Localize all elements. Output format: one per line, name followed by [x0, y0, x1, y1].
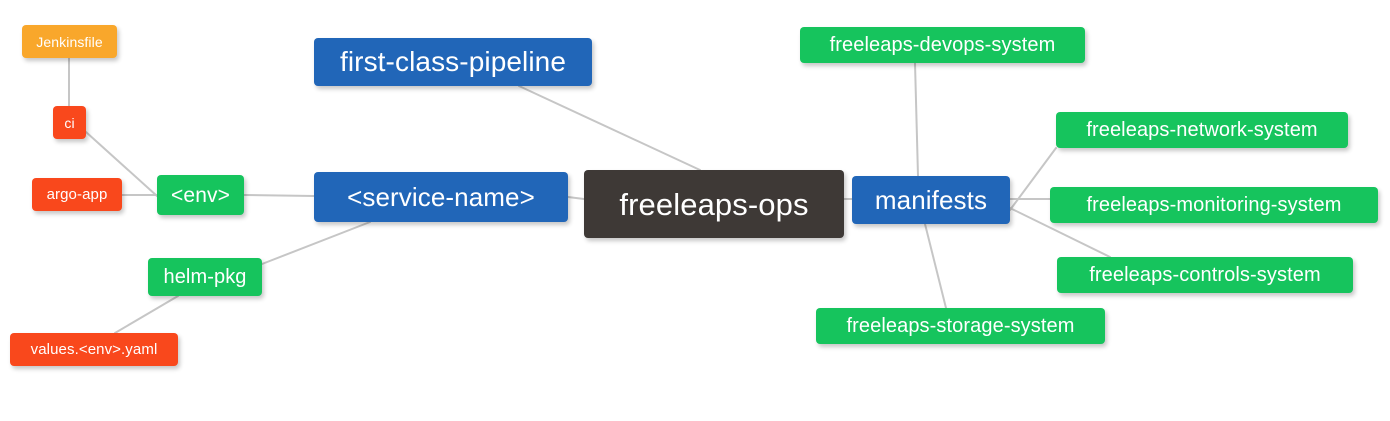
node-values-yaml[interactable]: values.<env>.yaml [10, 333, 178, 366]
node-argo-app[interactable]: argo-app [32, 178, 122, 211]
node-label-values-yaml: values.<env>.yaml [30, 341, 158, 358]
node-helm-pkg[interactable]: helm-pkg [148, 258, 262, 296]
node-freeleaps-controls-system[interactable]: freeleaps-controls-system [1057, 257, 1353, 293]
edge-values-yaml-to-helm-pkg [114, 295, 179, 334]
edge-manifests-to-freeleaps-devops-system [914, 62, 919, 177]
node-env[interactable]: <env> [157, 175, 244, 215]
node-label-first-class-pipeline: first-class-pipeline [339, 46, 567, 77]
edge-env-to-service-name [243, 194, 315, 197]
edge-first-class-pipeline-to-freeleaps-ops [518, 85, 701, 171]
node-label-service-name: <service-name> [347, 182, 535, 212]
edge-manifests-to-freeleaps-storage-system [924, 223, 947, 309]
node-freeleaps-network-system[interactable]: freeleaps-network-system [1056, 112, 1348, 148]
node-first-class-pipeline[interactable]: first-class-pipeline [314, 38, 592, 86]
node-label-freeleaps-monitoring-system: freeleaps-monitoring-system [1086, 194, 1342, 216]
node-freeleaps-devops-system[interactable]: freeleaps-devops-system [800, 27, 1085, 63]
node-jenkinsfile[interactable]: Jenkinsfile [22, 25, 117, 58]
node-label-env: <env> [171, 183, 230, 207]
node-label-freeleaps-storage-system: freeleaps-storage-system [846, 315, 1075, 337]
node-ci[interactable]: ci [53, 106, 86, 139]
node-label-jenkinsfile: Jenkinsfile [36, 33, 103, 50]
edge-manifests-to-freeleaps-controls-system [1009, 207, 1111, 258]
edge-service-name-to-freeleaps-ops [567, 196, 585, 200]
node-label-freeleaps-network-system: freeleaps-network-system [1086, 119, 1318, 141]
edge-ci-to-env [85, 131, 158, 197]
node-label-freeleaps-devops-system: freeleaps-devops-system [829, 34, 1056, 56]
node-label-freeleaps-ops: freeleaps-ops [619, 186, 809, 222]
node-freeleaps-storage-system[interactable]: freeleaps-storage-system [816, 308, 1105, 344]
node-label-argo-app: argo-app [46, 186, 108, 203]
node-service-name[interactable]: <service-name> [314, 172, 568, 222]
node-label-helm-pkg: helm-pkg [163, 266, 247, 288]
node-label-freeleaps-controls-system: freeleaps-controls-system [1089, 264, 1321, 286]
node-manifests[interactable]: manifests [852, 176, 1010, 224]
node-freeleaps-monitoring-system[interactable]: freeleaps-monitoring-system [1050, 187, 1378, 223]
edge-helm-pkg-to-service-name [261, 221, 371, 265]
node-label-manifests: manifests [874, 185, 988, 215]
node-label-ci: ci [64, 114, 75, 131]
node-freeleaps-ops[interactable]: freeleaps-ops [584, 170, 844, 238]
